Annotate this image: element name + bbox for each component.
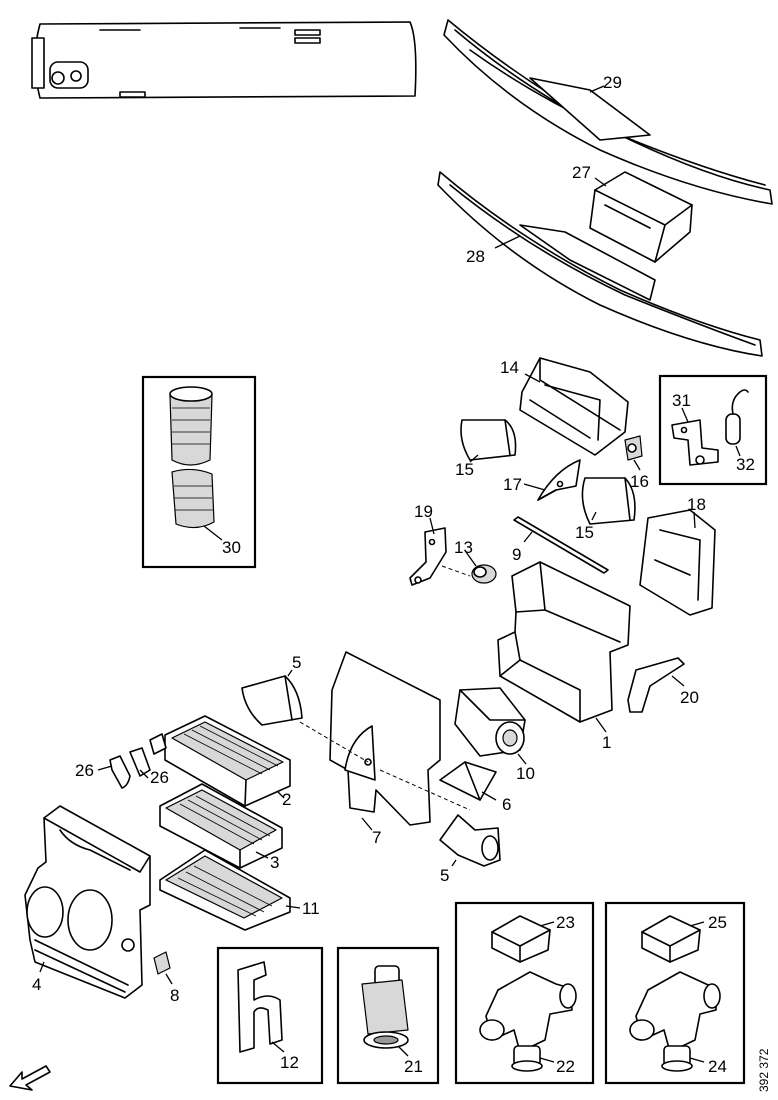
part-9-link-rod — [513, 516, 609, 574]
part-23-valve-actuator — [491, 915, 555, 963]
label-5-b: 5 — [440, 866, 449, 885]
label-11: 11 — [302, 899, 320, 918]
label-22: 22 — [556, 1057, 575, 1076]
label-2: 2 — [282, 790, 291, 809]
part-5-duct-lower — [439, 814, 501, 867]
part-27-vent-housing — [589, 171, 693, 263]
label-9: 9 — [512, 545, 521, 564]
part-31-bracket — [671, 407, 719, 466]
part-1-heater-housing — [497, 561, 631, 733]
label-12: 12 — [280, 1053, 299, 1072]
label-15-a: 15 — [455, 460, 474, 479]
label-3: 3 — [270, 853, 279, 872]
drawing-reference-number: 392 372 — [757, 1048, 771, 1092]
label-31: 31 — [672, 391, 691, 410]
label-20: 20 — [680, 688, 699, 707]
label-21: 21 — [404, 1057, 423, 1076]
part-20-bracket — [627, 657, 685, 713]
label-28: 28 — [466, 247, 485, 266]
label-27: 27 — [572, 163, 591, 182]
part-22-water-valve — [479, 971, 577, 1072]
box-part-21 — [336, 946, 440, 1085]
box-part-30 — [141, 375, 257, 569]
part-8-clip — [153, 951, 173, 985]
label-29: 29 — [603, 73, 622, 92]
part-4-distribution-housing — [24, 805, 151, 999]
label-10: 10 — [516, 764, 535, 783]
part-13-actuator-motor — [441, 551, 497, 584]
label-30: 30 — [222, 538, 241, 557]
label-17: 17 — [503, 475, 522, 494]
box-parts-22-23 — [454, 901, 595, 1085]
box-part-12 — [216, 946, 324, 1085]
part-15-flap-lower — [581, 477, 636, 525]
direction-arrow-icon — [9, 1065, 51, 1091]
part-17-flap-sector — [523, 459, 581, 501]
part-21-valve-cartridge — [361, 965, 409, 1057]
label-24: 24 — [708, 1057, 727, 1076]
part-29-windscreen-duct — [443, 19, 773, 205]
label-32: 32 — [736, 455, 755, 474]
dashboard-trim-panel — [31, 21, 417, 99]
part-26-pipe-right — [129, 747, 151, 779]
label-18: 18 — [687, 495, 706, 514]
part-24-water-valve — [629, 971, 721, 1072]
label-23: 23 — [556, 913, 575, 932]
label-8: 8 — [170, 986, 179, 1005]
part-7-partition-plate — [299, 651, 471, 831]
label-15-b: 15 — [575, 523, 594, 542]
box-parts-31-32 — [658, 374, 768, 486]
label-7: 7 — [372, 828, 381, 847]
part-18-housing-half — [639, 509, 716, 616]
label-4: 4 — [32, 975, 41, 994]
label-1: 1 — [602, 733, 611, 752]
label-26-b: 26 — [150, 768, 169, 787]
part-2-heater-matrix — [149, 715, 291, 807]
part-19-support-bracket — [409, 517, 447, 586]
part-25-valve-actuator — [641, 915, 705, 963]
part-32-sensor — [725, 389, 749, 457]
label-25: 25 — [708, 913, 727, 932]
label-13: 13 — [454, 538, 473, 557]
part-10-blower-fan — [454, 687, 527, 765]
part-14-air-inlet-housing — [519, 357, 629, 456]
part-6-flap — [439, 761, 497, 801]
label-6: 6 — [502, 795, 511, 814]
part-26-pipe-left — [97, 755, 131, 789]
box-parts-24-25 — [604, 901, 746, 1085]
part-30-flexible-hose — [169, 386, 223, 541]
label-14: 14 — [500, 358, 519, 377]
label-19: 19 — [414, 502, 433, 521]
label-16: 16 — [630, 472, 649, 491]
part-5-flap-upper — [241, 669, 303, 726]
part-16-actuator — [624, 435, 643, 471]
part-12-retaining-clip — [237, 961, 285, 1053]
part-28-lower-air-duct — [437, 171, 763, 357]
part-15-flap-upper — [460, 419, 517, 463]
label-26-a: 26 — [75, 761, 94, 780]
part-3-filter — [159, 783, 283, 869]
label-5-a: 5 — [292, 653, 301, 672]
part-11-evaporator — [159, 849, 301, 931]
